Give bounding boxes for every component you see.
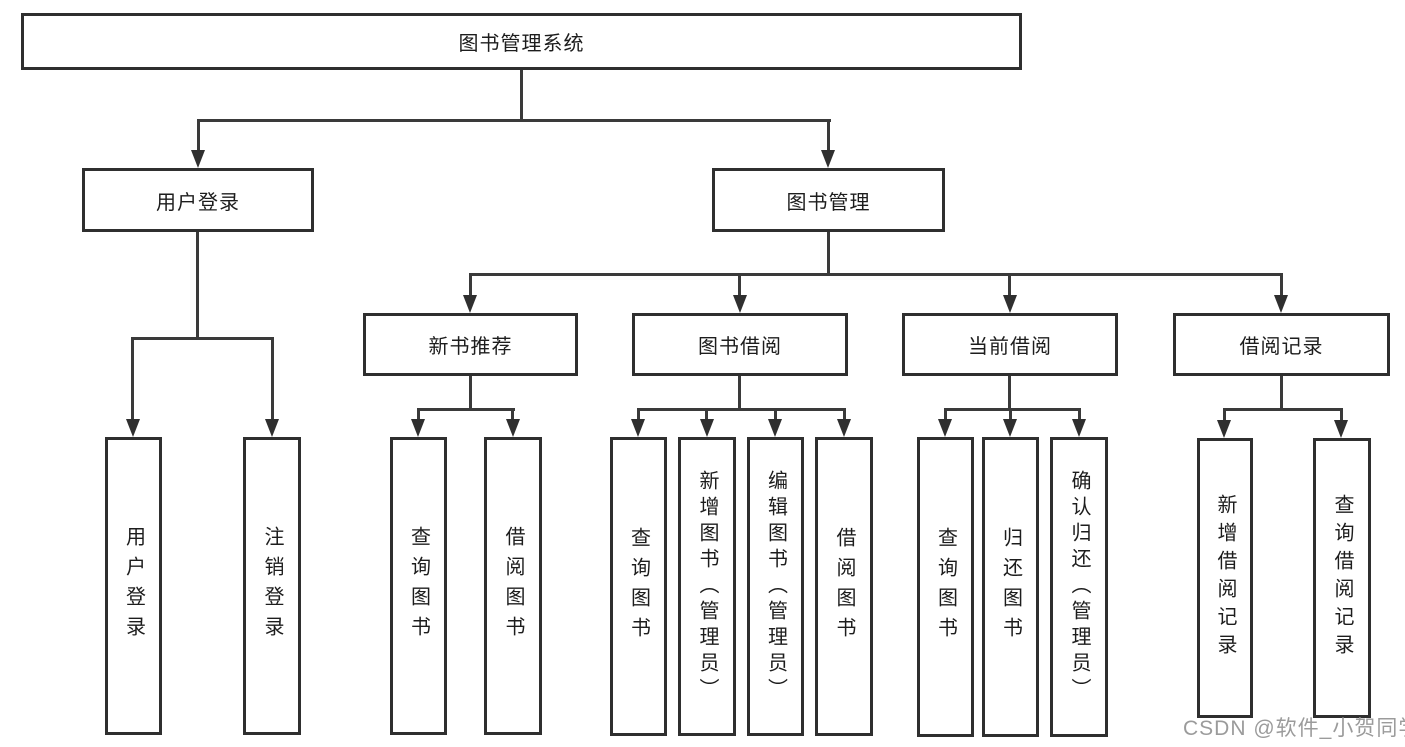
arrowhead-icon	[463, 295, 477, 313]
node-new-book-recommend: 新书推荐	[363, 313, 578, 376]
node-library-management-system: 图书管理系统	[21, 13, 1022, 70]
connector-line	[417, 408, 420, 422]
connector-line	[271, 337, 274, 422]
leaf-query-books: 查询图书	[390, 437, 447, 735]
connector-line	[1223, 408, 1226, 422]
node-label: 图书管理系统	[458, 33, 585, 55]
arrowhead-icon	[1334, 420, 1348, 438]
node-label: 新增图书（管理员）	[696, 469, 718, 704]
csdn-watermark: CSDN @软件_小贺同学	[1183, 717, 1405, 740]
node-borrowing-records: 借阅记录	[1173, 313, 1390, 376]
connector-line	[197, 119, 200, 151]
leaf-edit-book-admin: 编辑图书（管理员）	[747, 437, 804, 736]
arrowhead-icon	[126, 419, 140, 437]
node-label: 借阅图书	[833, 526, 855, 647]
arrowhead-icon	[821, 150, 835, 168]
connector-line	[469, 376, 472, 411]
arrowhead-icon	[1072, 419, 1086, 437]
connector-line	[843, 408, 846, 422]
leaf-add-book-admin: 新增图书（管理员）	[678, 437, 736, 736]
arrowhead-icon	[837, 419, 851, 437]
arrowhead-icon	[768, 419, 782, 437]
leaf-user-login: 用户登录	[105, 437, 162, 735]
node-label: 图书借阅	[698, 336, 782, 358]
connector-line	[827, 232, 830, 276]
arrowhead-icon	[1003, 419, 1017, 437]
connector-line	[511, 408, 514, 422]
arrowhead-icon	[1274, 295, 1288, 313]
connector-line	[1340, 408, 1343, 422]
node-label: 用户登录	[122, 526, 145, 646]
connector-line	[637, 408, 640, 422]
node-label: 借阅图书	[502, 526, 524, 646]
node-current-borrowing: 当前借阅	[902, 313, 1118, 376]
connector-line	[520, 70, 523, 122]
connector-line	[196, 232, 199, 340]
connector-line	[1009, 408, 1012, 422]
leaf-logout: 注销登录	[243, 437, 301, 735]
connector-line	[131, 337, 134, 422]
connector-line	[705, 408, 708, 422]
leaf-query-books-3: 查询图书	[917, 437, 974, 737]
node-label: 注销登录	[261, 526, 283, 646]
arrowhead-icon	[938, 419, 952, 437]
arrowhead-icon	[631, 419, 645, 437]
connector-line	[944, 408, 1081, 411]
connector-line	[1280, 273, 1283, 297]
node-book-management: 图书管理	[712, 168, 945, 232]
connector-line	[469, 273, 472, 297]
arrowhead-icon	[411, 419, 425, 437]
arrowhead-icon	[700, 419, 714, 437]
node-label: 查询借阅记录	[1331, 494, 1353, 662]
arrowhead-icon	[191, 150, 205, 168]
node-label: 查询图书	[407, 526, 430, 646]
connector-line	[1280, 376, 1283, 411]
connector-line	[197, 119, 831, 122]
node-label: 新增借阅记录	[1214, 494, 1236, 662]
leaf-borrow-books: 借阅图书	[484, 437, 542, 735]
arrowhead-icon	[1003, 295, 1017, 313]
node-label: 归还图书	[999, 527, 1022, 647]
node-label: 用户登录	[156, 191, 240, 214]
arrowhead-icon	[265, 419, 279, 437]
node-book-borrowing: 图书借阅	[632, 313, 848, 376]
node-label: 查询图书	[627, 526, 650, 647]
connector-line	[417, 408, 515, 411]
connector-line	[1078, 408, 1081, 422]
connector-line	[1008, 376, 1011, 411]
leaf-return-books: 归还图书	[982, 437, 1039, 737]
arrowhead-icon	[506, 419, 520, 437]
leaf-query-borrow-record: 查询借阅记录	[1313, 438, 1371, 718]
connector-line	[738, 376, 741, 411]
node-label: 查询图书	[934, 527, 957, 647]
connector-line	[131, 337, 274, 340]
node-label: 编辑图书（管理员）	[764, 469, 787, 704]
leaf-query-books-2: 查询图书	[610, 437, 667, 736]
connector-line	[944, 408, 947, 422]
node-label: 当前借阅	[968, 336, 1052, 358]
node-user-login: 用户登录	[82, 168, 314, 232]
connector-line	[774, 408, 777, 422]
leaf-confirm-return-admin: 确认归还（管理员）	[1050, 437, 1108, 737]
node-label: 借阅记录	[1239, 336, 1324, 358]
connector-line	[469, 273, 1282, 276]
node-label: 新书推荐	[428, 336, 513, 358]
arrowhead-icon	[1217, 420, 1231, 438]
node-label: 确认归还（管理员）	[1068, 470, 1090, 704]
connector-line	[738, 273, 741, 297]
connector-line	[1008, 273, 1011, 297]
arrowhead-icon	[733, 295, 747, 313]
leaf-borrow-books-2: 借阅图书	[815, 437, 873, 736]
connector-line	[1223, 408, 1343, 411]
connector-line	[827, 119, 830, 151]
node-label: 图书管理	[786, 191, 871, 214]
connector-line	[637, 408, 846, 411]
leaf-add-borrow-record: 新增借阅记录	[1197, 438, 1253, 718]
